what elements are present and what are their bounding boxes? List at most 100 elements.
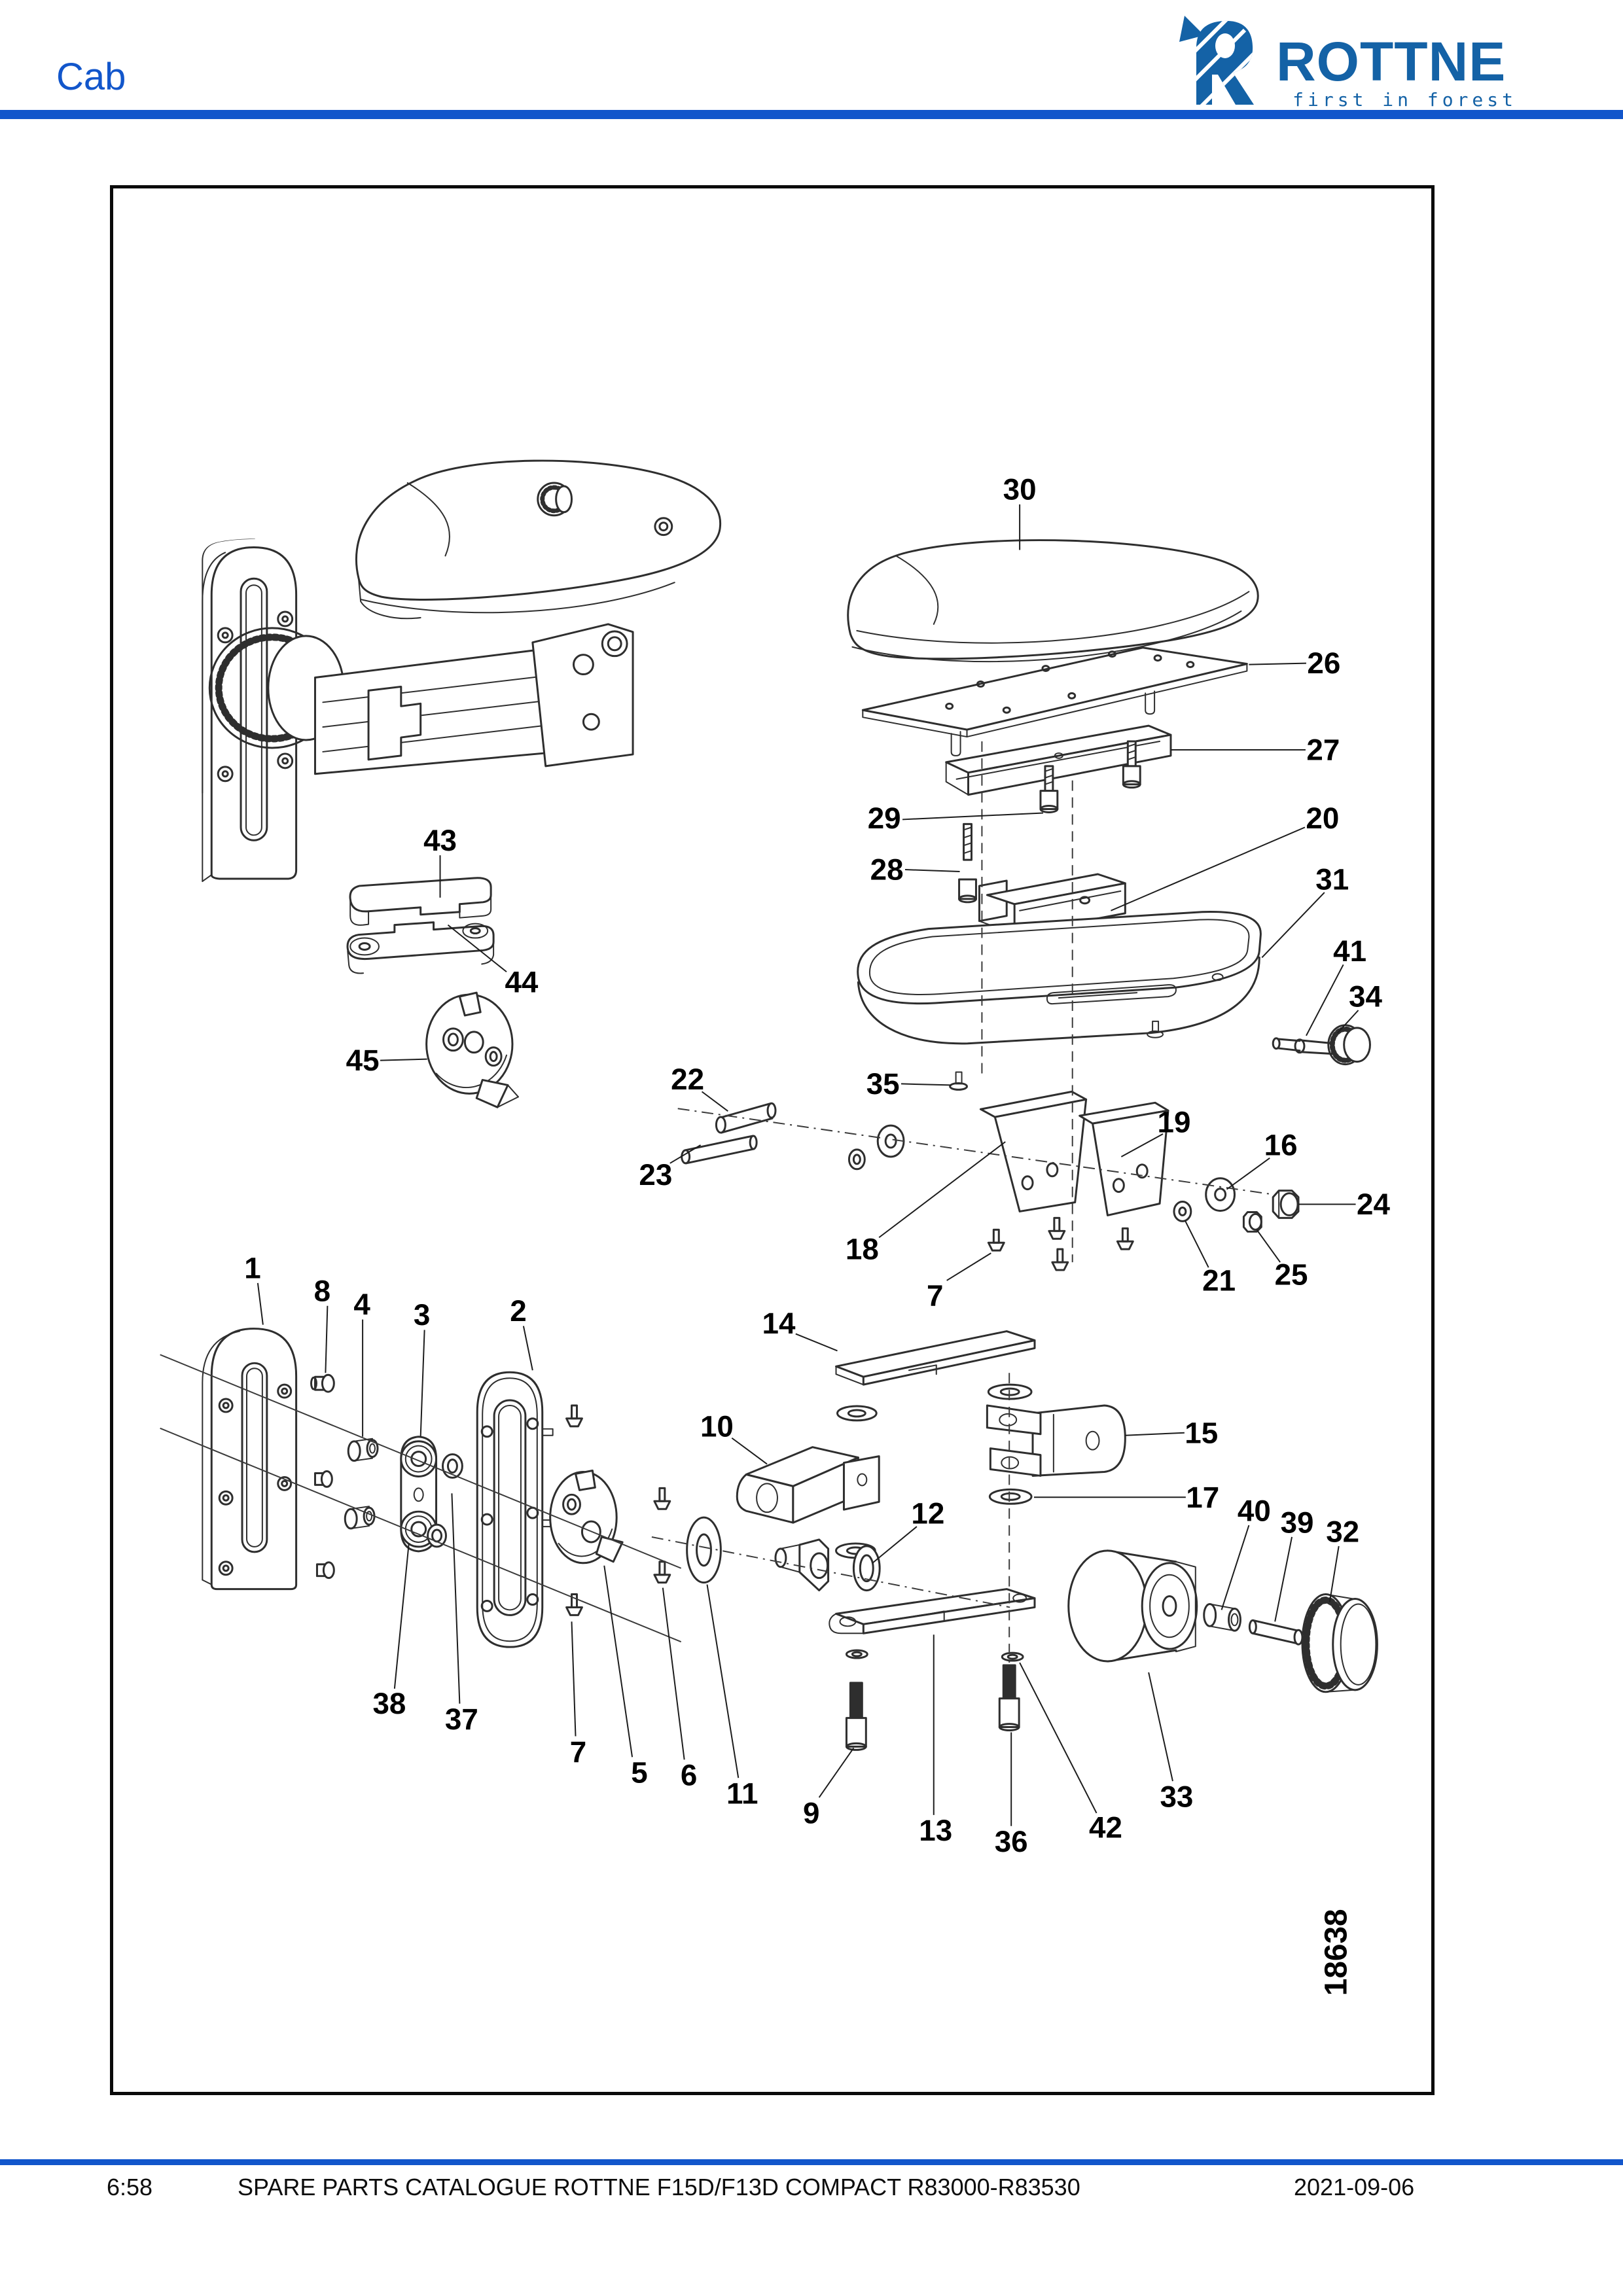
- leader-line-39: [1274, 1536, 1293, 1622]
- washers-mid: [847, 1124, 905, 1171]
- armrest-pad-30: [847, 539, 1259, 662]
- assembled-armrest-unit: [202, 459, 721, 882]
- part-label-6: 6: [681, 1759, 697, 1792]
- part-label-28: 28: [870, 853, 904, 887]
- part-label-10: 10: [700, 1409, 734, 1443]
- leader-line-1: [257, 1282, 264, 1325]
- nut-25: [1242, 1210, 1262, 1233]
- leader-line-15: [1125, 1432, 1185, 1436]
- leader-line-42: [1019, 1662, 1097, 1814]
- leader-line-31: [1261, 892, 1325, 959]
- leader-line-23: [669, 1144, 702, 1164]
- leader-line-44: [447, 924, 507, 973]
- leader-line-6: [662, 1587, 685, 1760]
- part-label-29: 29: [868, 802, 901, 835]
- clamp-plate-43: [349, 877, 492, 926]
- leader-line-45: [380, 1058, 427, 1061]
- leader-line-7: [571, 1621, 577, 1737]
- bushings-4: [344, 1438, 379, 1530]
- part-label-14: 14: [762, 1307, 795, 1340]
- leader-line-7: [946, 1252, 991, 1281]
- leader-line-20: [1111, 826, 1306, 911]
- leader-line-38: [393, 1543, 410, 1689]
- part-label-35: 35: [866, 1067, 900, 1101]
- leader-line-35: [901, 1083, 952, 1086]
- part-label-23: 23: [639, 1158, 672, 1192]
- rottne-logo-wordmark: ROTTNE: [1276, 31, 1507, 92]
- adjust-nut-12: [774, 1538, 881, 1592]
- part-label-41: 41: [1333, 934, 1366, 968]
- leader-line-28: [904, 869, 960, 873]
- bushings-37-38: [427, 1453, 463, 1548]
- screws-8: [310, 1373, 335, 1580]
- part-label-13: 13: [919, 1814, 952, 1847]
- leader-line-21: [1184, 1220, 1209, 1268]
- footer-rule: [0, 2159, 1623, 2165]
- part-label-26: 26: [1307, 646, 1340, 680]
- storage-tray-31: [857, 911, 1262, 1045]
- rottne-logo: ROTTNE first in forest: [1171, 12, 1518, 111]
- leader-line-3: [419, 1330, 425, 1437]
- slide-block-10: [736, 1446, 880, 1524]
- part-label-36: 36: [995, 1825, 1028, 1858]
- swivel-disc-45: [425, 991, 519, 1108]
- threaded-shaft-41: [1272, 1037, 1335, 1055]
- part-label-24: 24: [1357, 1188, 1390, 1221]
- lock-knob-32: [1301, 1593, 1378, 1693]
- nut-24: [1272, 1190, 1300, 1219]
- leader-line-8: [325, 1305, 329, 1373]
- leader-line-29: [902, 812, 1043, 821]
- leader-line-22: [701, 1091, 728, 1112]
- swivel-disc-5: [549, 1469, 624, 1564]
- leader-line-16: [1226, 1157, 1270, 1190]
- leader-line-32: [1329, 1545, 1340, 1602]
- part-label-20: 20: [1306, 802, 1339, 835]
- part-label-11: 11: [726, 1777, 758, 1810]
- part-label-7: 7: [570, 1735, 586, 1769]
- washer-21: [1173, 1201, 1192, 1222]
- slide-plate-2: [476, 1371, 554, 1648]
- leader-line-25: [1256, 1229, 1281, 1263]
- base-plate-26: [861, 646, 1248, 756]
- part-label-12: 12: [911, 1497, 944, 1530]
- footer-date: 2021-09-06: [1294, 2174, 1415, 2200]
- part-label-43: 43: [423, 824, 457, 857]
- wedge-rail-14: [835, 1330, 1036, 1386]
- side-plate-1: [202, 1328, 298, 1591]
- page-title: Cab: [56, 56, 126, 98]
- header-rule: [0, 110, 1623, 119]
- spacer-40: [1203, 1602, 1241, 1632]
- footer-catalogue-title: SPARE PARTS CATALOGUE ROTTNE F15D/F13D C…: [238, 2174, 1080, 2200]
- screw-35: [949, 1071, 969, 1091]
- part-label-42: 42: [1089, 1810, 1122, 1844]
- clevis-15: [986, 1404, 1126, 1477]
- leader-line-11: [706, 1584, 740, 1778]
- part-label-18: 18: [846, 1233, 879, 1266]
- part-label-22: 22: [671, 1063, 704, 1096]
- exploded-diagram: 1234567789101112131415161718192021222324…: [160, 459, 1390, 1996]
- part-label-2: 2: [510, 1294, 526, 1328]
- part-label-4: 4: [353, 1288, 370, 1321]
- part-label-9: 9: [803, 1796, 819, 1829]
- slide-rail-27: [945, 724, 1172, 796]
- footer-page-ref: 6:58: [107, 2174, 153, 2200]
- bolt-36: [998, 1651, 1024, 1732]
- part-label-8: 8: [314, 1274, 330, 1307]
- part-label-37: 37: [445, 1703, 478, 1736]
- part-label-7: 7: [927, 1279, 943, 1312]
- leader-line-37: [451, 1493, 461, 1704]
- leader-line-34: [1336, 1010, 1359, 1034]
- rottne-logo-tagline: first in forest: [1293, 89, 1517, 111]
- part-label-3: 3: [414, 1298, 430, 1332]
- bolt-9: [845, 1649, 868, 1751]
- part-label-1: 1: [244, 1252, 260, 1285]
- mount-bracket-19: [1079, 1101, 1169, 1216]
- part-label-17: 17: [1186, 1481, 1219, 1514]
- washers-17: [835, 1383, 1033, 1559]
- screws-near-plate-2: [565, 1404, 671, 1616]
- washer-16: [1205, 1177, 1236, 1212]
- part-label-25: 25: [1275, 1258, 1308, 1291]
- screws-29: [1039, 740, 1141, 813]
- part-label-30: 30: [1003, 472, 1037, 506]
